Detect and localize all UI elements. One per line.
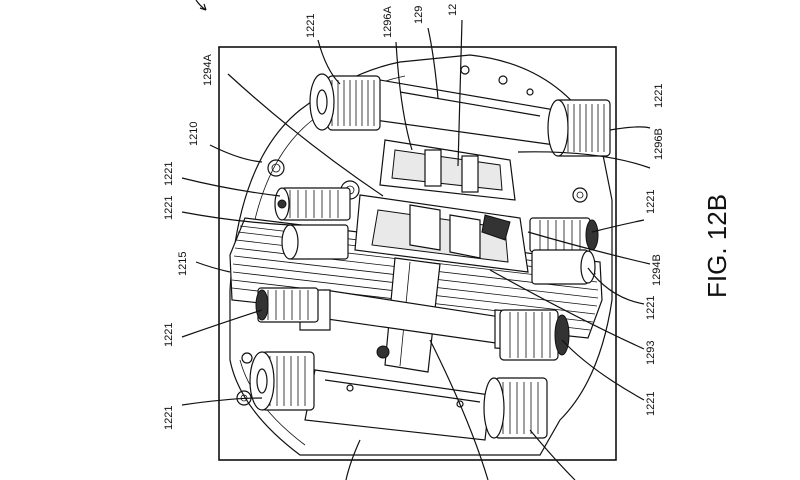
- pulley-mid-left-2: [281, 224, 349, 260]
- label-1215: 1215: [177, 252, 189, 276]
- label-1221-left-3: 1221: [163, 323, 175, 347]
- label-1221-right-2: 1221: [645, 190, 657, 214]
- top-carriage: [374, 79, 556, 201]
- leader-lines: [181, 19, 651, 480]
- label-1221-left-2: 1221: [163, 196, 175, 220]
- pulley-bottom-left: [249, 351, 315, 411]
- pulley-right-2: [531, 249, 596, 285]
- pulley-mid-left-1: [274, 187, 351, 221]
- label-12xx: 12: [447, 4, 459, 16]
- pulley-top-left: [309, 73, 381, 131]
- pulley-right-low: [499, 309, 570, 361]
- central-yoke: [354, 194, 529, 273]
- label-1221-left-1: 1221: [163, 162, 175, 186]
- label-1296b: 1296B: [653, 128, 665, 160]
- label-1221-right-4: 1221: [645, 392, 657, 416]
- figure-title: FIG. 12B: [702, 194, 732, 298]
- pulley-bottom-right: [483, 377, 548, 439]
- label-1221-right-3: 1221: [645, 296, 657, 320]
- corner-arrow: [195, 0, 207, 11]
- reference-labels: 1221 1296A 129 12 1294A 1210 1221 1221 1…: [163, 4, 665, 430]
- label-1293: 1293: [645, 341, 657, 365]
- drawing-frame: [218, 46, 617, 461]
- label-1296a: 1296A: [382, 6, 394, 38]
- label-1221-top-left: 1221: [305, 14, 317, 38]
- label-1294b: 1294B: [651, 254, 663, 286]
- pulley-top-right: [547, 99, 611, 157]
- label-129x: 129: [413, 6, 425, 24]
- label-1221-left-4: 1221: [163, 406, 175, 430]
- label-1294a: 1294A: [202, 54, 214, 86]
- pulley-mid-right: [529, 217, 599, 253]
- pulley-left-low: [255, 287, 319, 323]
- label-1210: 1210: [188, 122, 200, 146]
- label-1221-right-top: 1221: [653, 84, 665, 108]
